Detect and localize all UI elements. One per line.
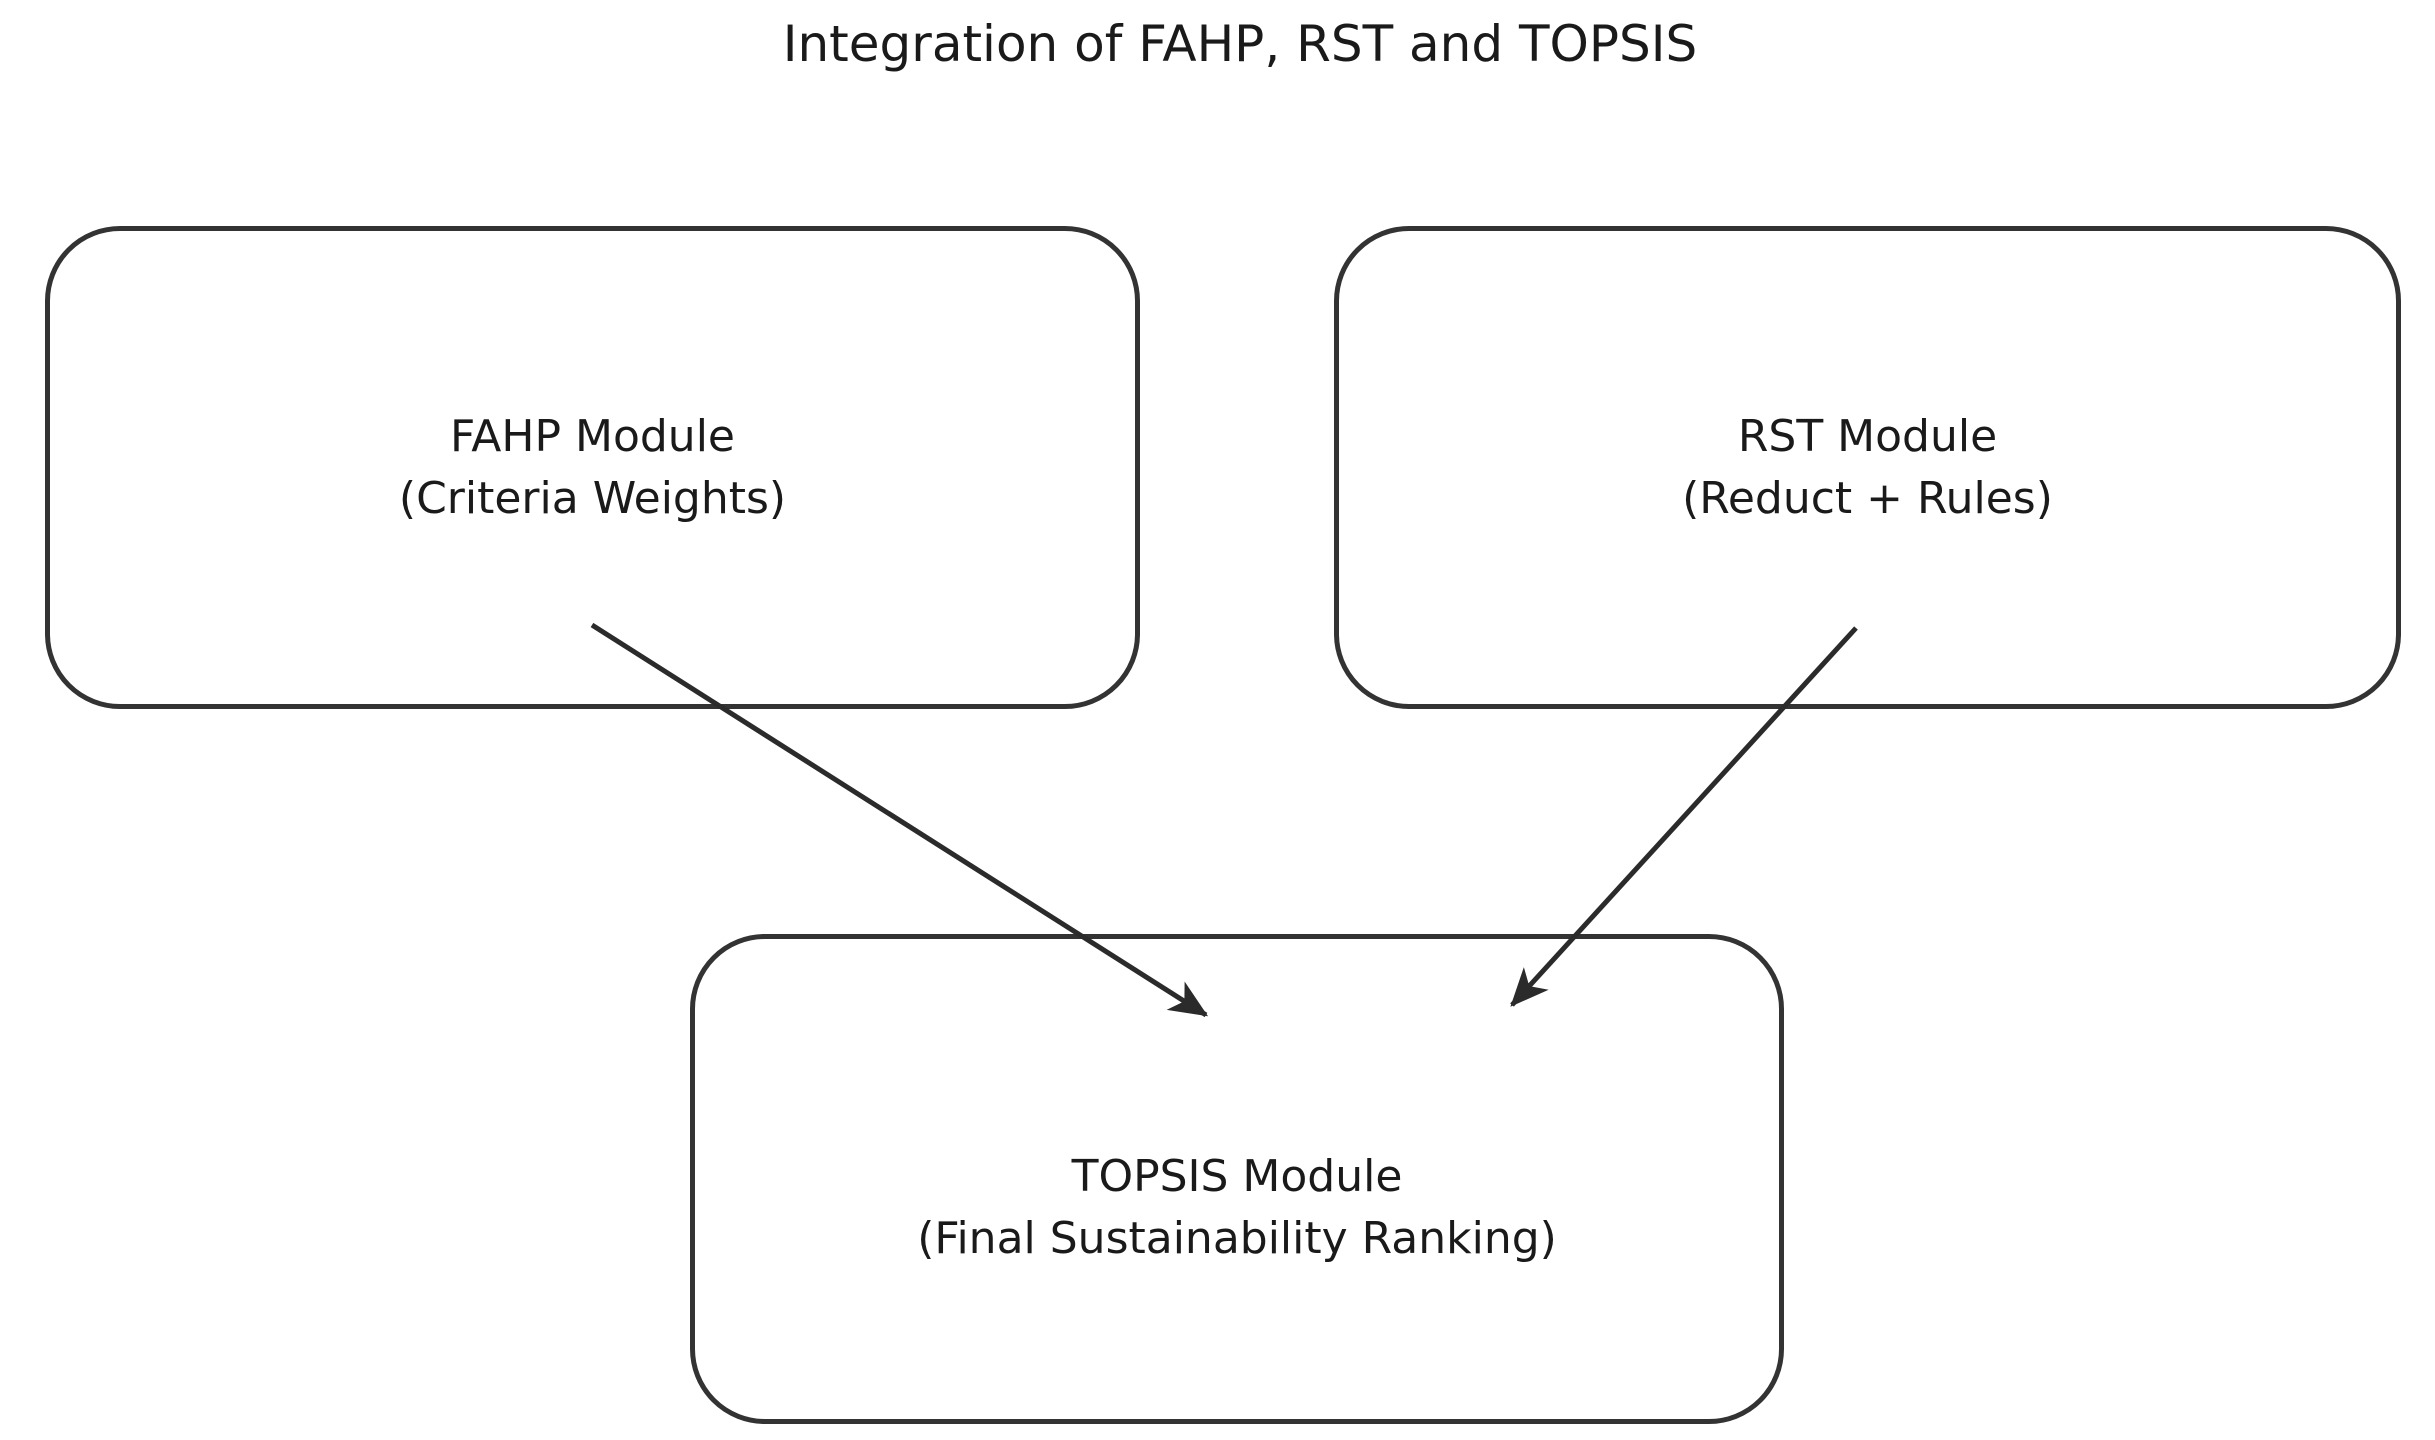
- topsis-module-box: TOPSIS Module (Final Sustainability Rank…: [690, 934, 1784, 1424]
- rst-module-sublabel: (Reduct + Rules): [1682, 472, 2053, 524]
- topsis-module-sublabel: (Final Sustainability Ranking): [917, 1213, 1557, 1264]
- diagram-title: Integration of FAHP, RST and TOPSIS: [782, 15, 1698, 73]
- topsis-module-label: TOPSIS Module: [1071, 1151, 1403, 1202]
- fahp-module-label: FAHP Module: [450, 410, 735, 462]
- fahp-module-sublabel: (Criteria Weights): [398, 472, 787, 524]
- rst-module-box: RST Module (Reduct + Rules): [1334, 226, 2401, 709]
- rst-module-label: RST Module: [1737, 410, 1998, 462]
- fahp-module-box: FAHP Module (Criteria Weights): [45, 226, 1140, 709]
